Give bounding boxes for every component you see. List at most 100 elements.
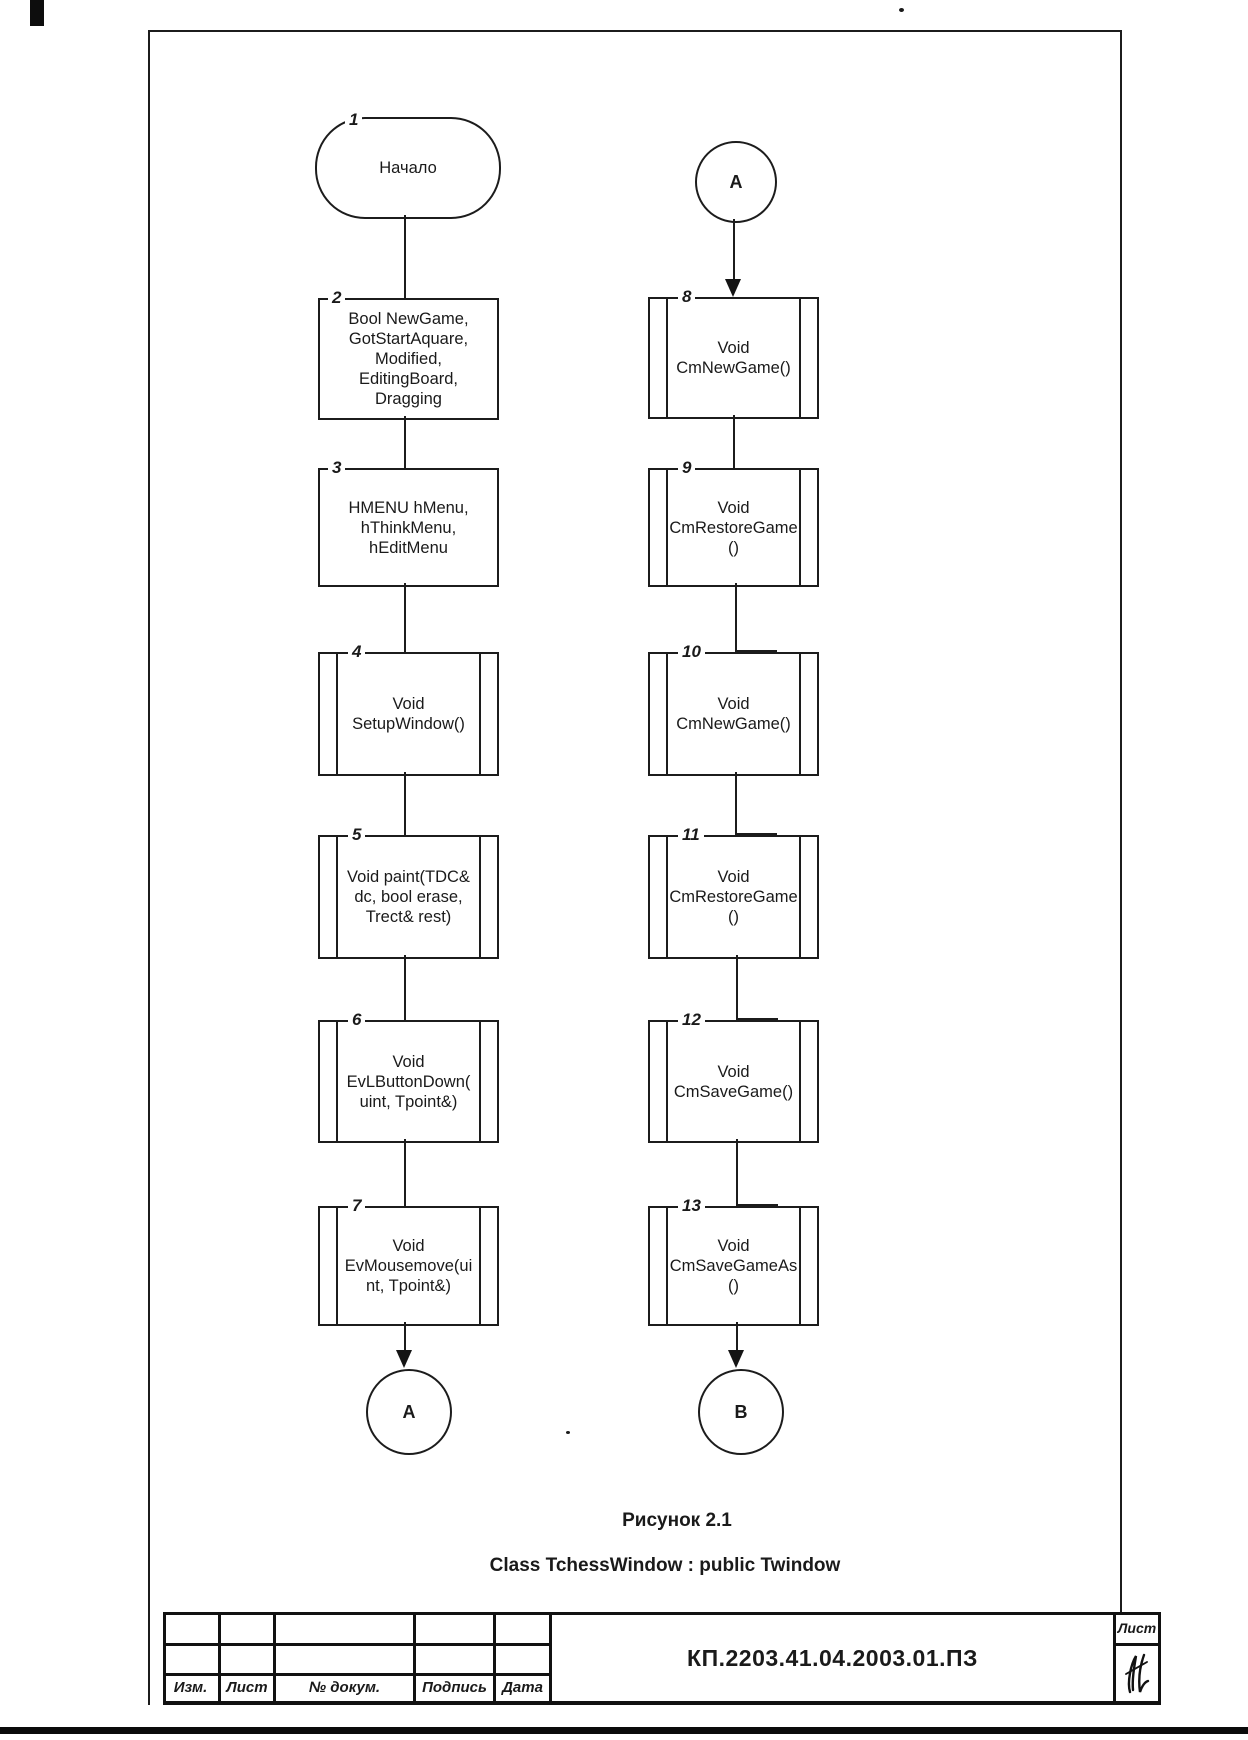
node-text-line: Void <box>717 1237 750 1255</box>
node-text-line: Void <box>717 339 750 357</box>
connector-line <box>404 772 406 835</box>
titleblock-line <box>1113 1612 1116 1704</box>
frame-left-line <box>148 30 150 1705</box>
node-number: 8 <box>678 287 696 307</box>
node-text: Void EvLButtonDown( uint, Tpoint&) <box>320 1052 497 1112</box>
titleblock-line <box>413 1612 416 1704</box>
titleblock-line <box>218 1612 221 1704</box>
scan-speck <box>899 8 904 12</box>
node-text-line: nt, Tpoint&) <box>366 1277 451 1295</box>
node-text-line: Void <box>392 1237 425 1255</box>
document-number: КП.2203.41.04.2003.01.ПЗ <box>687 1644 978 1671</box>
flow-node-3: 3 HMENU hMenu, hThinkMenu, hEditMenu <box>318 458 499 587</box>
node-text-line: Bool NewGame, <box>348 310 469 328</box>
connector-line <box>733 219 735 280</box>
node-text: Void CmRestoreGame () <box>650 498 817 558</box>
node-text-line: Void <box>717 695 750 713</box>
node-text-line: GotStartAquare, <box>348 330 469 348</box>
node-text-line: () <box>728 908 739 926</box>
node-text-line: EvLButtonDown( <box>346 1072 471 1091</box>
node-number: 1 <box>345 110 363 130</box>
connector-line <box>736 1139 738 1205</box>
node-text-line: Void <box>392 695 425 713</box>
node-text: Void CmSaveGameAs () <box>650 1236 817 1296</box>
node-text: Void paint(TDC& dc, bool erase, Trect& r… <box>320 867 497 927</box>
titleblock-line <box>549 1612 552 1704</box>
titleblock-line <box>163 1701 1161 1705</box>
figure-caption: Рисунок 2.1 <box>622 1510 732 1531</box>
node-text-line: Void <box>392 1052 425 1071</box>
node-number: 11 <box>678 825 704 845</box>
connector-line <box>736 1018 778 1020</box>
connector-line <box>404 583 406 652</box>
sheet-header: Лист <box>1117 1619 1157 1636</box>
titleblock-label-list: Лист <box>226 1679 268 1696</box>
node-number: 7 <box>348 1196 366 1216</box>
flow-node-7: 7 Void EvMousemove(ui nt, Tpoint&) <box>318 1196 499 1326</box>
node-text: Void SetupWindow() <box>320 694 497 734</box>
node-text-line: CmSaveGameAs <box>669 1257 798 1275</box>
node-text-line: dc, bool erase, <box>354 888 463 906</box>
titleblock-line <box>1113 1643 1161 1646</box>
connector-b-bottom: B <box>698 1369 784 1455</box>
flow-node-4: 4 Void SetupWindow() <box>318 642 499 776</box>
titleblock-line <box>273 1612 276 1704</box>
flow-node-10: 10 Void CmNewGame() <box>648 642 819 776</box>
connector-line <box>733 415 735 468</box>
node-text: Void CmRestoreGame () <box>650 867 817 927</box>
connector-label: A <box>729 171 743 192</box>
titleblock-label-izm: Изм. <box>173 1679 208 1696</box>
arrow-down-icon <box>396 1350 412 1368</box>
node-text-line: hThinkMenu, <box>360 518 457 537</box>
node-text-line: Void <box>717 868 750 886</box>
scan-artifact-topleft <box>30 0 44 26</box>
connector-line <box>736 955 738 1019</box>
node-text-line: Dragging <box>375 390 442 408</box>
node-text-line: EvMousemove(ui <box>344 1257 473 1275</box>
frame-top-line <box>148 30 1122 32</box>
node-text-line: Modified, <box>375 350 442 368</box>
connector-line <box>404 416 406 468</box>
titleblock-line <box>1158 1612 1161 1704</box>
flow-node-6: 6 Void EvLButtonDown( uint, Tpoint&) <box>318 1010 499 1143</box>
connector-label: A <box>402 1401 416 1422</box>
node-text-line: CmRestoreGame <box>669 888 798 906</box>
connector-line <box>735 583 737 651</box>
handwritten-sheet-number-scribble-icon <box>1125 1653 1150 1693</box>
node-text-line: Void <box>717 1062 750 1081</box>
connector-line <box>404 1322 406 1352</box>
flow-node-8: 8 Void CmNewGame() <box>648 287 819 419</box>
node-text-line: CmNewGame() <box>676 715 791 733</box>
connector-line <box>736 1322 738 1351</box>
connector-line <box>404 1139 406 1206</box>
connector-line <box>735 772 737 834</box>
titleblock-label-date: Дата <box>502 1679 543 1696</box>
node-number: 6 <box>348 1010 366 1030</box>
sheet-number-cell <box>1116 1646 1158 1701</box>
flow-node-13: 13 Void CmSaveGameAs () <box>648 1196 819 1326</box>
node-number: 12 <box>678 1010 705 1030</box>
node-text-line: Void <box>717 498 750 517</box>
node-number: 13 <box>678 1196 705 1216</box>
titleblock-line <box>163 1612 1161 1615</box>
page-bottom-rule <box>0 1727 1248 1734</box>
arrow-down-icon <box>725 279 741 297</box>
node-number: 9 <box>678 458 696 478</box>
node-text-line: Начало <box>379 159 437 177</box>
flow-node-start: 1 Начало <box>315 110 501 219</box>
node-text: Void CmNewGame() <box>650 694 817 734</box>
scan-speck <box>566 1431 570 1434</box>
titleblock-line <box>163 1643 552 1646</box>
connector-line <box>735 833 777 835</box>
arrow-down-icon <box>728 1350 744 1368</box>
node-text-line: CmSaveGame() <box>673 1082 794 1101</box>
titleblock-line <box>163 1673 552 1676</box>
flow-node-12: 12 Void CmSaveGame() <box>648 1010 819 1143</box>
connector-line <box>735 650 777 652</box>
node-number: 10 <box>678 642 705 662</box>
node-text: Void EvMousemove(ui nt, Tpoint&) <box>320 1236 497 1296</box>
node-text-line: hEditMenu <box>369 538 448 557</box>
flow-node-9: 9 Void CmRestoreGame () <box>648 458 819 587</box>
titleblock-line <box>493 1612 496 1704</box>
